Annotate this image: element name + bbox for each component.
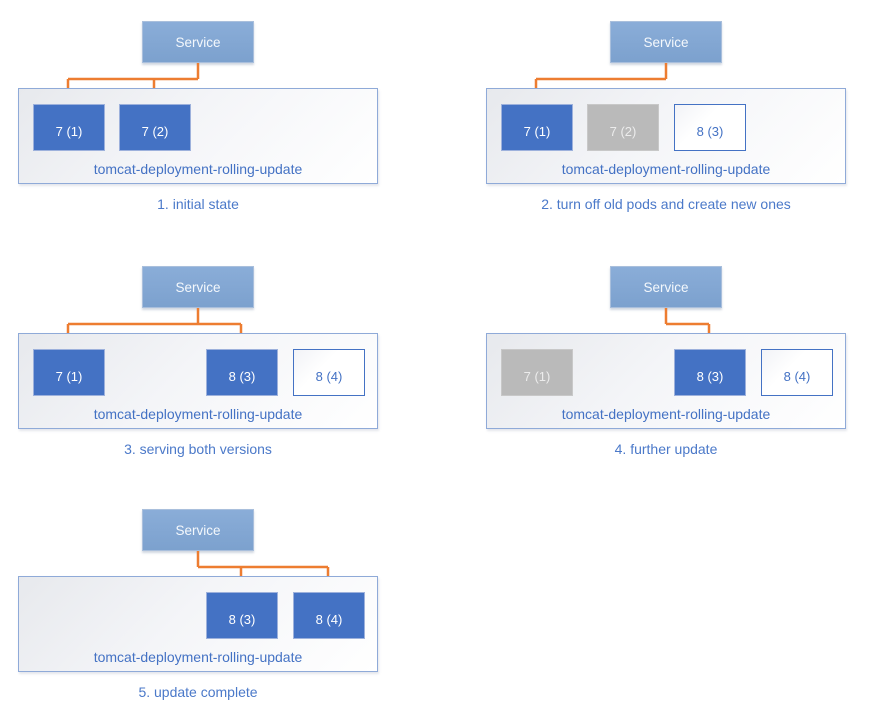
pod-box-new: 8 (4) [761,349,833,396]
pod-box-terminating: 7 (1) [501,349,573,396]
stage-diagram-1: Service 7 (1) 7 (2) tomcat-deployment-rolli… [18,0,378,215]
deployment-label: tomcat-deployment-rolling-update [93,161,303,177]
service-box: Service [610,266,722,308]
deployment-label: tomcat-deployment-rolling-update [93,406,303,422]
pod-box-active: 7 (1) [33,349,105,396]
deployment-container: 8 (3) 8 (4) tomcat-deployment-rolling-upda… [18,576,378,672]
stage-diagram-3: Service 7 (1) 8 (3) 8 (4) tomcat-deployment-… [18,245,378,460]
deployment-label: tomcat-deployment-rolling-update [561,406,771,422]
stage-caption: 5. update complete [138,684,258,700]
deployment-container: 7 (1) 7 (2) tomcat-deployment-rolling-upda… [18,88,378,184]
pod-box-active: 7 (2) [119,104,191,151]
stage-caption: 2. turn off old pods and create new ones [541,196,791,212]
service-box: Service [142,266,254,308]
stage-caption: 1. initial state [157,196,239,212]
pod-box-new: 8 (4) [293,349,365,396]
pod-box-active: 8 (3) [674,349,746,396]
deployment-label: tomcat-deployment-rolling-update [93,649,303,665]
deployment-label: tomcat-deployment-rolling-update [561,161,771,177]
deployment-container: 7 (1) 8 (3) 8 (4) tomcat-deployment-rolling… [486,333,846,429]
stage-diagram-2: Service 7 (1) 7 (2) 8 (3) tomcat-deployment-… [486,0,846,215]
deployment-container: 7 (1) 7 (2) 8 (3) tomcat-deployment-rolling… [486,88,846,184]
service-box: Service [142,21,254,63]
stage-caption: 4. further update [614,441,718,457]
pod-box-new: 8 (3) [674,104,746,151]
pod-box-active: 8 (3) [206,592,278,639]
pod-box-terminating: 7 (2) [587,104,659,151]
stage-diagram-4: Service 7 (1) 8 (3) 8 (4) tomcat-deployment-… [486,245,846,460]
service-box: Service [142,509,254,551]
service-box: Service [610,21,722,63]
pod-box-active: 8 (3) [206,349,278,396]
pod-box-active: 8 (4) [293,592,365,639]
stage-diagram-5: Service 8 (3) 8 (4) tomcat-deployment-rolli… [18,488,378,703]
pod-box-active: 7 (1) [33,104,105,151]
pod-box-active: 7 (1) [501,104,573,151]
stage-caption: 3. serving both versions [124,441,272,457]
deployment-container: 7 (1) 8 (3) 8 (4) tomcat-deployment-rolling… [18,333,378,429]
